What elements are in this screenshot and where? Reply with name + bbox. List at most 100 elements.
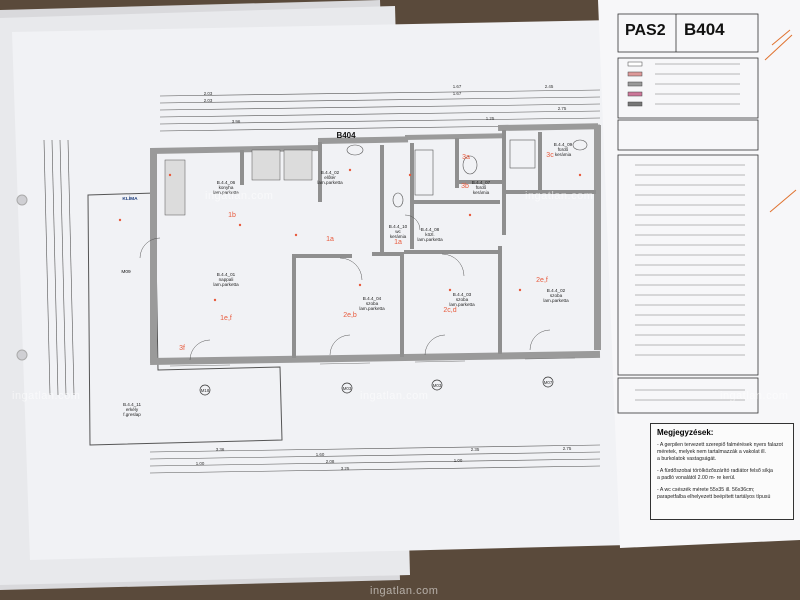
binder-hole bbox=[16, 194, 28, 206]
kitchen-cabinets bbox=[164, 149, 313, 216]
room-mark: 1a bbox=[326, 236, 334, 243]
notes-line: a burkolatok vastagságát. bbox=[657, 456, 717, 462]
bottom-dimension-lines bbox=[149, 444, 601, 474]
notes-line: a padló vonalától 2.00 m- re kerül. bbox=[657, 475, 736, 481]
door-tag: M03 bbox=[343, 386, 352, 391]
watermark: ingatlan.com bbox=[525, 190, 594, 202]
room-floor: lam.parketta bbox=[213, 190, 239, 195]
drawing-sheet bbox=[12, 20, 628, 560]
room-floor: kerámia bbox=[473, 190, 490, 195]
watermark: ingatlan.com bbox=[720, 390, 789, 402]
room-floor: kerámia bbox=[555, 152, 572, 157]
room-code: B.4.4_01 bbox=[217, 272, 236, 277]
watermark: ingatlan.com bbox=[370, 585, 439, 597]
notes-title: Megjegyzések: bbox=[657, 428, 714, 437]
room-floor: f.greslap bbox=[123, 412, 141, 417]
dimension-top: 2.03 bbox=[204, 98, 213, 103]
pencil-marks bbox=[764, 29, 797, 213]
room-name: előtér bbox=[324, 175, 336, 180]
door-swings bbox=[139, 214, 551, 361]
dimension-bottom: 2.08 bbox=[326, 459, 335, 464]
title-sheet bbox=[598, 0, 800, 548]
dimension-bottom: 1.00 bbox=[454, 458, 463, 463]
room-mark: 3a bbox=[462, 154, 470, 161]
interior-walls bbox=[240, 130, 596, 358]
dimension-bottom: 2.75 bbox=[563, 446, 572, 451]
room-mark: 3b bbox=[461, 183, 469, 190]
klima-label: KLÍMA bbox=[122, 194, 138, 202]
dimension-top: 2.03 bbox=[204, 91, 213, 96]
room-code: B.4.4_06 bbox=[217, 180, 236, 185]
watermark: ingatlan.com bbox=[12, 390, 81, 402]
red-markers bbox=[118, 168, 582, 302]
notes-line: parapetfalba elhelyezett beépített tartá… bbox=[657, 494, 771, 500]
unit-label: B404 bbox=[336, 131, 356, 140]
room-floor: lam.parketta bbox=[213, 282, 239, 287]
room-code: B.4.4_09 bbox=[554, 142, 573, 147]
binder-hole bbox=[16, 349, 28, 361]
notes-line: méretek, melyek nem tartalmazzák a vakol… bbox=[657, 449, 766, 455]
room-labels: B.4.4_06konyhalam.parkettaB.4.4_01nappal… bbox=[123, 142, 573, 417]
room-code: B.4.4_02 bbox=[321, 170, 340, 175]
room-floor: lam.parketta bbox=[449, 302, 475, 307]
facade-windows bbox=[169, 357, 576, 367]
sheet-code-right: B404 bbox=[684, 20, 725, 39]
room-code: B.4.4_10 bbox=[389, 224, 408, 229]
dimension-bottom: 1.60 bbox=[316, 452, 325, 457]
notes-box: Megjegyzések: - A gerpilen tervezett sze… bbox=[650, 423, 794, 520]
title-block-frame bbox=[617, 13, 759, 414]
room-name: fürdő bbox=[558, 147, 569, 152]
room-mark: 2e,f bbox=[536, 277, 548, 284]
room-code: B.4.4_04 bbox=[363, 296, 382, 301]
dimension-labels: 2.03 1.67 2.45 3.96 1.25 2.75 2.03 1.67 3.36 1.60… bbox=[196, 84, 572, 471]
legend-symbol-rows bbox=[635, 63, 745, 401]
dimension-top: 1.25 bbox=[486, 116, 495, 121]
bathroom-fixtures bbox=[346, 139, 588, 208]
dimension-top: 2.45 bbox=[545, 84, 554, 89]
room-mark: 1e,f bbox=[220, 315, 232, 322]
left-dimension-lines bbox=[43, 139, 75, 396]
room-code: B.4.4_07 bbox=[472, 180, 491, 185]
window-code: M09 bbox=[121, 269, 131, 275]
dimension-bottom: 3.36 bbox=[216, 447, 225, 452]
room-name: közl. bbox=[425, 232, 434, 237]
room-code: B.4.4_11 bbox=[123, 402, 141, 407]
watermark: ingatlan.com bbox=[205, 190, 274, 202]
dimension-bottom: 2.35 bbox=[471, 447, 480, 452]
room-floor: lam.parketta bbox=[359, 306, 385, 311]
room-floor: kerámia bbox=[390, 234, 407, 239]
room-code: B.4.4_02 bbox=[547, 288, 566, 293]
room-name: szoba bbox=[366, 301, 379, 306]
dimension-top: 1.67 bbox=[453, 84, 462, 89]
door-tag-circles bbox=[199, 376, 554, 396]
room-name: konyha bbox=[219, 185, 234, 190]
room-name: fürdő bbox=[476, 185, 487, 190]
door-tag: M03 bbox=[433, 383, 442, 388]
dimension-bottom: 1.00 bbox=[196, 461, 205, 466]
room-floor: lam.parketta bbox=[417, 237, 443, 242]
room-name: wc bbox=[395, 229, 401, 234]
notes-line: - A wc csészék mérete 55x35 ill. 56x36cm… bbox=[657, 487, 755, 493]
room-floor: lam.parketta bbox=[317, 180, 343, 185]
watermark: ingatlan.com bbox=[360, 390, 429, 402]
room-name: szoba bbox=[550, 293, 563, 298]
room-mark: 1b bbox=[228, 212, 236, 219]
dimension-bottom: 3.25 bbox=[341, 466, 350, 471]
room-mark: 1a bbox=[394, 239, 402, 246]
room-floor: lam.parketta bbox=[543, 298, 569, 303]
dimension-top: 1.67 bbox=[453, 91, 462, 96]
notes-line: - A fürdőszobai törölközőszárító radiáto… bbox=[657, 468, 773, 474]
room-mark: 3c bbox=[546, 152, 554, 159]
dimension-top: 2.75 bbox=[558, 106, 567, 111]
door-tag: M07 bbox=[544, 380, 553, 385]
room-mark: 2c,d bbox=[443, 307, 456, 314]
room-name: nappali bbox=[219, 277, 234, 282]
door-tag: M18 bbox=[201, 388, 210, 393]
legend-swatches bbox=[627, 61, 643, 107]
sheet-code-left: PAS2 bbox=[625, 22, 666, 39]
dimension-top: 3.96 bbox=[232, 119, 241, 124]
